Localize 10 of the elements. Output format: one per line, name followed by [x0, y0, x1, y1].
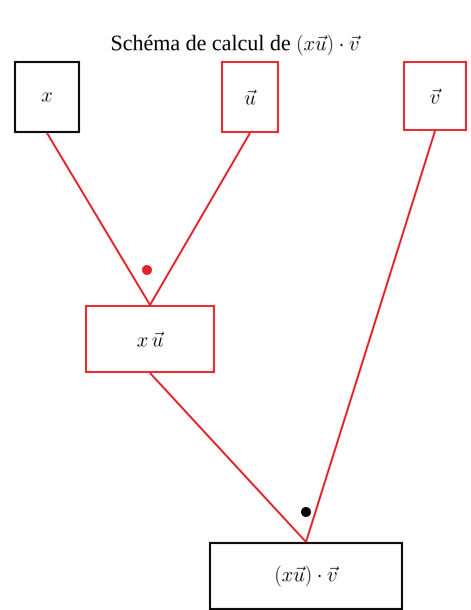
math-box: $x$: [14, 61, 80, 133]
math-box: $x\,\vec{u}$: [85, 305, 215, 373]
title: $\mbox{Schéma de calcul de } (x\vec{u})\cdot\vec{v}$: [112, 34, 361, 56]
connector-line: [149, 372, 307, 543]
connector-line: [46, 132, 151, 306]
math-box: $\vec{u}$: [221, 61, 279, 133]
math-box: $\vec{v}$: [403, 61, 467, 131]
connector-line: [305, 130, 436, 542]
connector-line: [149, 132, 251, 306]
math-box: $(x\vec{u})\cdot\vec{v}$: [209, 542, 403, 610]
